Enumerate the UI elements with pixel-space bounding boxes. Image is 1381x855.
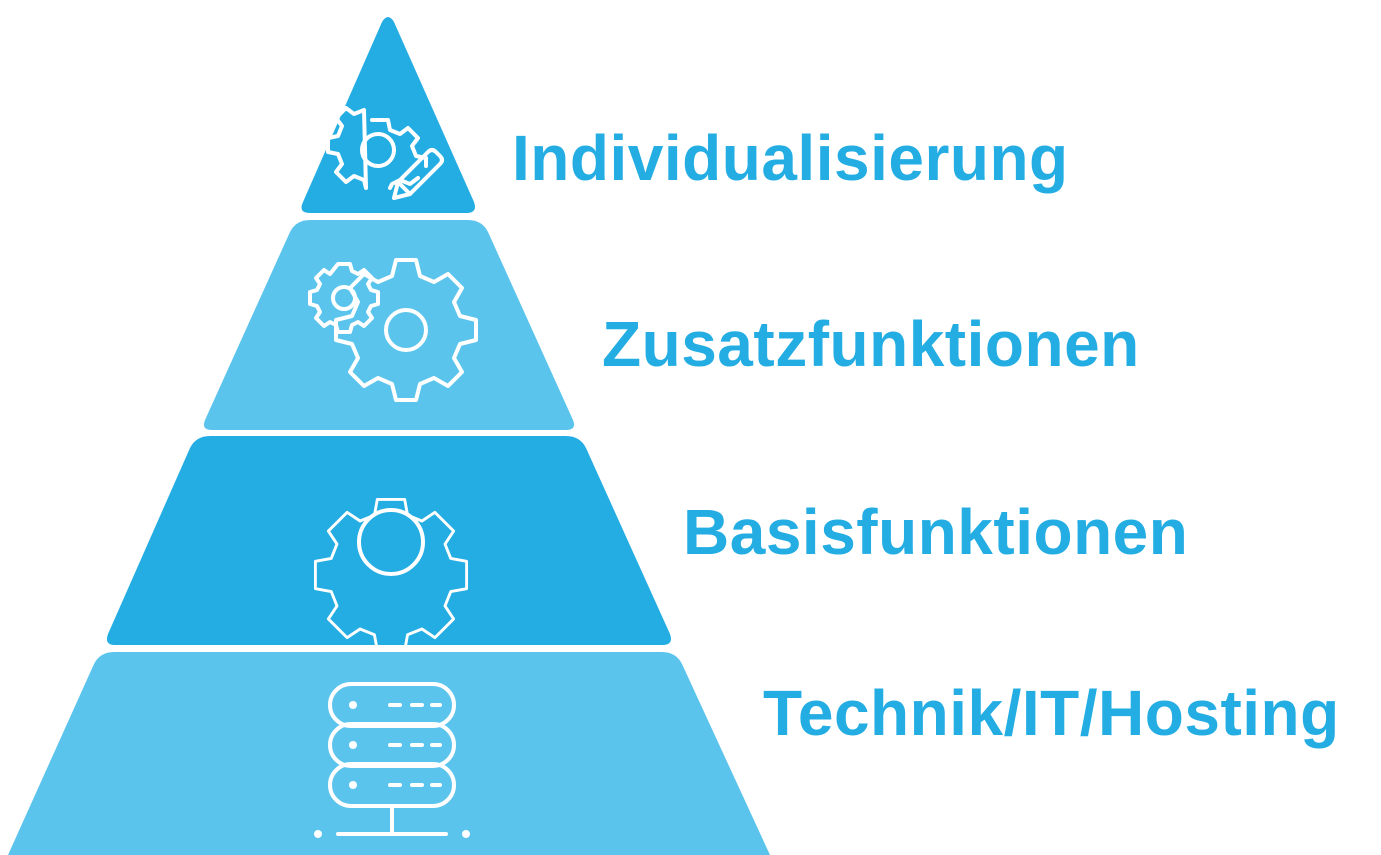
tier-4-shape <box>8 652 770 855</box>
tier-1-shape <box>301 17 475 213</box>
two-gears-icon <box>308 258 478 402</box>
tier-3-shape <box>106 436 671 645</box>
tier-label-technik-it-hosting: Technik/IT/Hosting <box>763 677 1340 749</box>
gear-icon <box>313 497 469 653</box>
gear-with-pencil-icon <box>326 106 444 200</box>
tier-2-shape <box>203 220 575 430</box>
tier-label-zusatzfunktionen: Zusatzfunktionen <box>602 308 1140 380</box>
server-icon <box>314 682 470 838</box>
tier-label-individualisierung: Individualisierung <box>512 122 1069 194</box>
tier-label-basisfunktionen: Basisfunktionen <box>683 496 1189 568</box>
